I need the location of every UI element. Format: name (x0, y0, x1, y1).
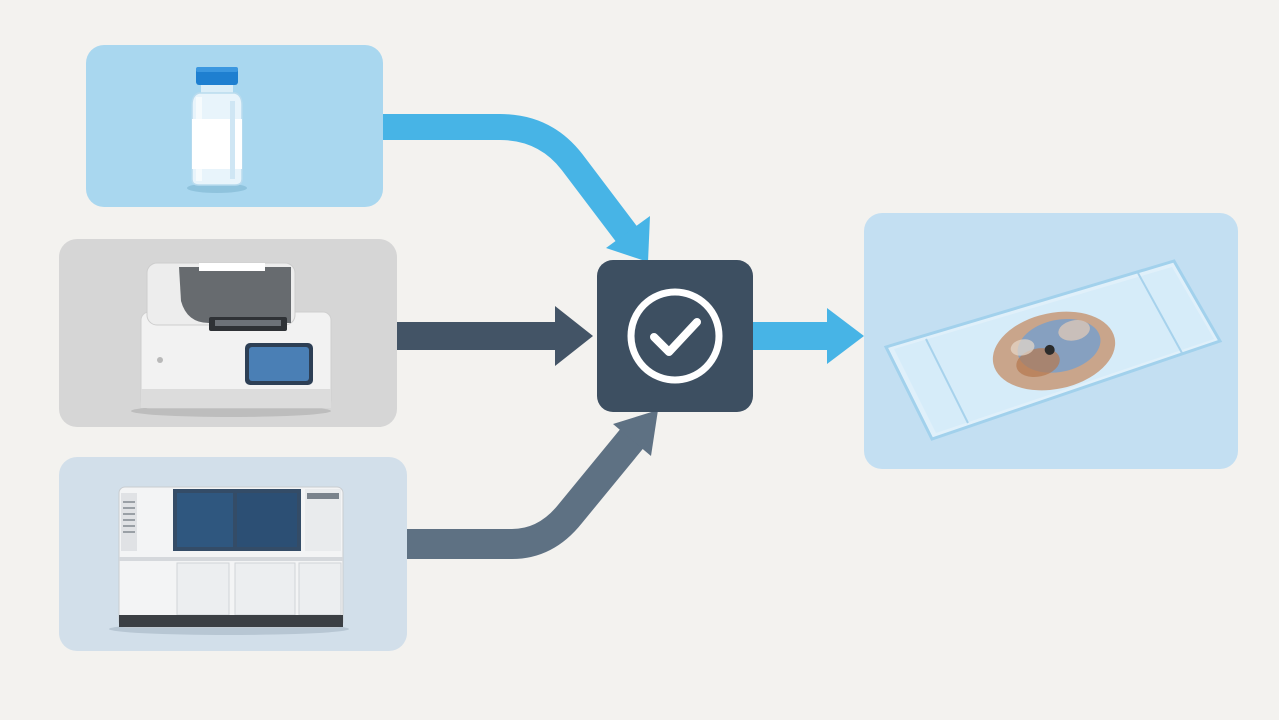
instrument-b-panel (59, 457, 407, 651)
arrow-instrument-a-to-hub (397, 306, 593, 366)
arrow-instrument-b-to-hub (407, 410, 658, 559)
stained-slide-icon (864, 213, 1238, 469)
reagent-panel (86, 45, 383, 207)
reagent-vial-icon (86, 45, 383, 207)
instrument-a-panel (59, 239, 397, 427)
benchtop-stainer-icon (59, 239, 397, 427)
automated-stainer-icon (59, 457, 407, 651)
check-circle-icon (627, 288, 723, 384)
arrow-reagent-to-hub (383, 114, 650, 262)
output-slide-panel (864, 213, 1238, 469)
tissue-sample (992, 311, 1116, 391)
arrow-hub-to-slide (753, 308, 864, 364)
validation-hub (597, 260, 753, 412)
